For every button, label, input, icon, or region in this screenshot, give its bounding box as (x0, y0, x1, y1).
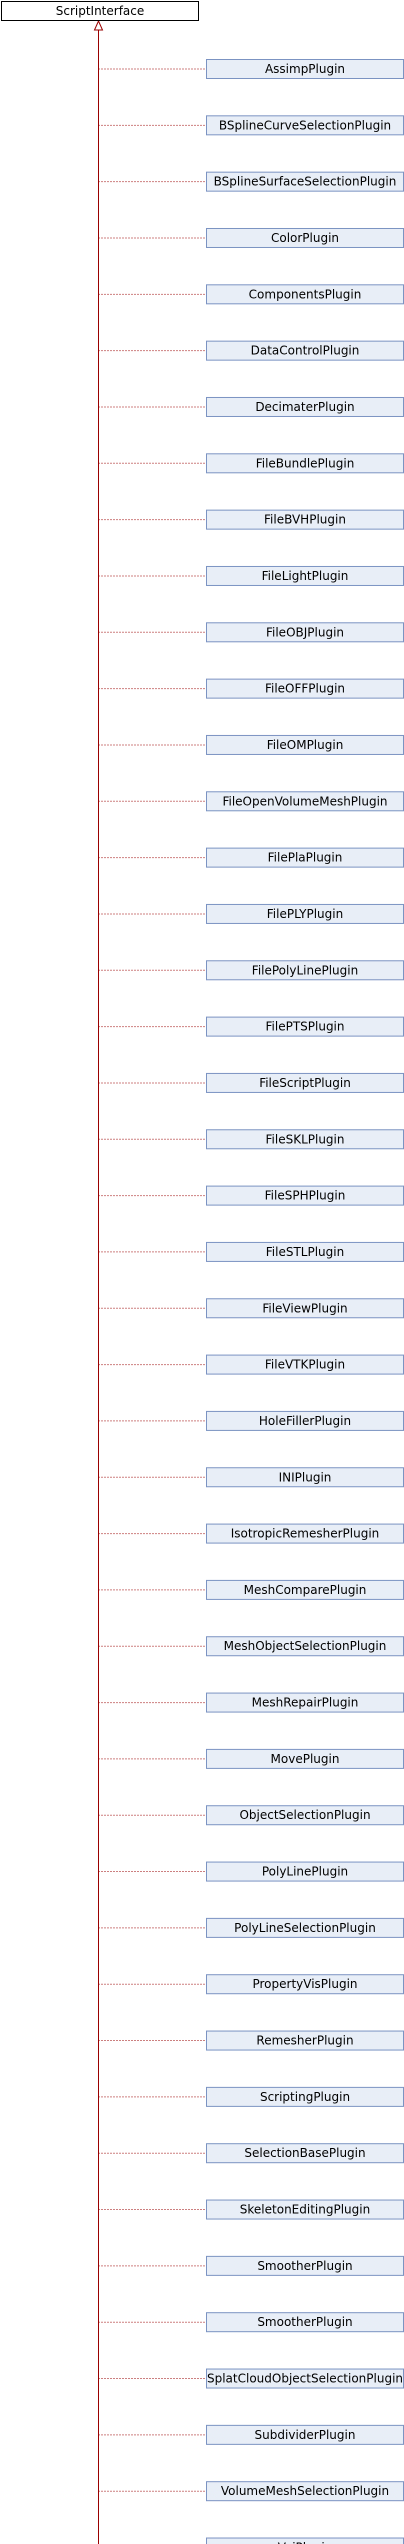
child-node[interactable]: BSplineSurfaceSelectionPlugin (206, 171, 404, 192)
child-node[interactable]: PolyLinePlugin (206, 1861, 404, 1882)
child-node[interactable]: FileVTKPlugin (206, 1354, 404, 1375)
child-node-label[interactable]: PolyLineSelectionPlugin (234, 1921, 376, 1935)
root-node-box[interactable] (1, 1, 199, 21)
child-node[interactable]: ObjectSelectionPlugin (206, 1805, 404, 1826)
child-node-label[interactable]: SkeletonEditingPlugin (240, 2203, 370, 2217)
child-node-label[interactable]: SelectionBasePlugin (244, 2146, 365, 2160)
child-node-label[interactable]: INIPlugin (279, 1470, 332, 1484)
child-node-label[interactable]: FileVTKPlugin (265, 1358, 345, 1372)
child-node[interactable]: BSplineCurveSelectionPlugin (206, 115, 404, 136)
child-node[interactable]: FileSKLPlugin (206, 1129, 404, 1150)
child-node-label[interactable]: ColorPlugin (271, 231, 339, 245)
child-node[interactable]: AssimpPlugin (206, 59, 404, 79)
child-node[interactable]: FileScriptPlugin (206, 1072, 404, 1093)
child-node[interactable]: FileBundlePlugin (206, 453, 404, 474)
child-node[interactable]: MovePlugin (206, 1748, 404, 1769)
child-node-label[interactable]: BSplineSurfaceSelectionPlugin (214, 175, 397, 189)
child-node-label[interactable]: FileViewPlugin (262, 1301, 347, 1315)
child-node[interactable]: SubdividerPlugin (206, 2424, 404, 2445)
child-node[interactable]: FileSTLPlugin (206, 1241, 404, 1262)
child-node[interactable]: SelectionBasePlugin (206, 2143, 404, 2164)
edges-layer (93, 19, 207, 2544)
child-node-label[interactable]: ComponentsPlugin (249, 287, 362, 301)
child-node-label[interactable]: FilePTSPlugin (266, 1020, 345, 1034)
child-node-label[interactable]: ScriptingPlugin (260, 2090, 350, 2104)
child-node-label[interactable]: FileLightPlugin (262, 569, 349, 583)
child-node[interactable]: FileViewPlugin (206, 1298, 404, 1319)
inheritance-arrowhead (93, 19, 104, 31)
child-node[interactable]: INIPlugin (206, 1467, 404, 1488)
child-node[interactable]: HoleFillerPlugin (206, 1410, 404, 1431)
child-node[interactable]: DataControlPlugin (206, 340, 404, 361)
child-node[interactable]: ColorPlugin (206, 227, 404, 248)
child-node-label[interactable]: SmootherPlugin (257, 2315, 352, 2329)
child-node[interactable]: FileSPHPlugin (206, 1185, 404, 1206)
child-node-label[interactable]: BSplineCurveSelectionPlugin (219, 118, 391, 132)
child-node[interactable]: FilePLYPlugin (206, 903, 404, 924)
child-node-label[interactable]: PolyLinePlugin (262, 1865, 348, 1879)
child-node[interactable]: SmootherPlugin (206, 2255, 404, 2276)
child-node-label[interactable]: AssimpPlugin (265, 62, 345, 76)
child-node[interactable]: IsotropicRemesherPlugin (206, 1523, 404, 1544)
child-node[interactable]: DecimaterPlugin (206, 396, 404, 417)
child-node-label[interactable]: FilePolyLinePlugin (252, 963, 358, 977)
child-node-label[interactable]: IsotropicRemesherPlugin (231, 1527, 380, 1541)
child-node[interactable]: VolumeMeshSelectionPlugin (206, 2481, 404, 2502)
child-node-label[interactable]: PropertyVisPlugin (252, 1977, 357, 1991)
child-node-label[interactable]: FileSPHPlugin (265, 1189, 346, 1203)
child-node[interactable]: FileOpenVolumeMeshPlugin (206, 791, 404, 812)
child-node[interactable]: MeshRepairPlugin (206, 1692, 404, 1713)
child-node-label[interactable]: SmootherPlugin (257, 2259, 352, 2273)
child-node-label[interactable]: FileBundlePlugin (256, 456, 355, 470)
child-node-box[interactable] (206, 2537, 404, 2544)
child-node[interactable]: MeshComparePlugin (206, 1579, 404, 1600)
child-node[interactable]: SmootherPlugin (206, 2312, 404, 2333)
child-node-label[interactable]: MeshObjectSelectionPlugin (224, 1639, 387, 1653)
child-node-label[interactable]: FileOpenVolumeMeshPlugin (222, 794, 387, 808)
child-node[interactable]: PolyLineSelectionPlugin (206, 1917, 404, 1938)
child-node[interactable]: RemesherPlugin (206, 2030, 404, 2051)
child-node-label[interactable]: VolumeMeshSelectionPlugin (221, 2484, 389, 2498)
child-node-label[interactable]: FilePlaPlugin (268, 851, 343, 865)
child-node-label[interactable]: VsiPlugin (278, 2541, 333, 2544)
child-node-label[interactable]: ObjectSelectionPlugin (239, 1808, 370, 1822)
root-node[interactable]: ScriptInterface (1, 1, 199, 21)
child-node-label[interactable]: FileOFFPlugin (265, 682, 345, 696)
child-node-label[interactable]: DecimaterPlugin (255, 400, 354, 414)
child-node[interactable]: FilePTSPlugin (206, 1016, 404, 1037)
child-node[interactable]: FileOBJPlugin (206, 622, 404, 643)
child-node-label[interactable]: MovePlugin (271, 1752, 340, 1766)
child-node-label[interactable]: SplatCloudObjectSelectionPlugin (207, 2372, 403, 2386)
child-node-label[interactable]: HoleFillerPlugin (259, 1414, 351, 1428)
child-node[interactable]: FilePlaPlugin (206, 847, 404, 868)
child-node-label[interactable]: FileOBJPlugin (266, 625, 344, 639)
child-node-label[interactable]: MeshComparePlugin (244, 1583, 367, 1597)
child-node-label[interactable]: SubdividerPlugin (255, 2428, 356, 2442)
child-node[interactable]: FileOFFPlugin (206, 678, 404, 699)
child-node-label[interactable]: DataControlPlugin (251, 344, 360, 358)
child-node[interactable]: SplatCloudObjectSelectionPlugin (206, 2368, 404, 2389)
child-node[interactable]: FileBVHPlugin (206, 509, 404, 530)
child-node[interactable]: VsiPlugin (206, 2537, 404, 2544)
child-node-label[interactable]: RemesherPlugin (256, 2034, 353, 2048)
child-node[interactable]: FileLightPlugin (206, 565, 404, 586)
child-node[interactable]: SkeletonEditingPlugin (206, 2199, 404, 2220)
child-node-label[interactable]: FileOMPlugin (267, 738, 344, 752)
child-node-label[interactable]: FileSTLPlugin (266, 1245, 344, 1259)
child-node-label[interactable]: FileSKLPlugin (266, 1132, 345, 1146)
child-node[interactable]: MeshObjectSelectionPlugin (206, 1636, 404, 1657)
child-node-label[interactable]: FileBVHPlugin (264, 513, 346, 527)
child-node-label[interactable]: FilePLYPlugin (267, 907, 343, 921)
child-node[interactable]: PropertyVisPlugin (206, 1974, 404, 1995)
root-node-label[interactable]: ScriptInterface (56, 4, 145, 18)
child-node-label[interactable]: FileScriptPlugin (259, 1076, 351, 1090)
child-node[interactable]: ScriptingPlugin (206, 2086, 404, 2107)
child-node[interactable]: FileOMPlugin (206, 734, 404, 755)
child-node[interactable]: ComponentsPlugin (206, 284, 404, 305)
child-node[interactable]: FilePolyLinePlugin (206, 960, 404, 981)
child-node-label[interactable]: MeshRepairPlugin (252, 1696, 359, 1710)
